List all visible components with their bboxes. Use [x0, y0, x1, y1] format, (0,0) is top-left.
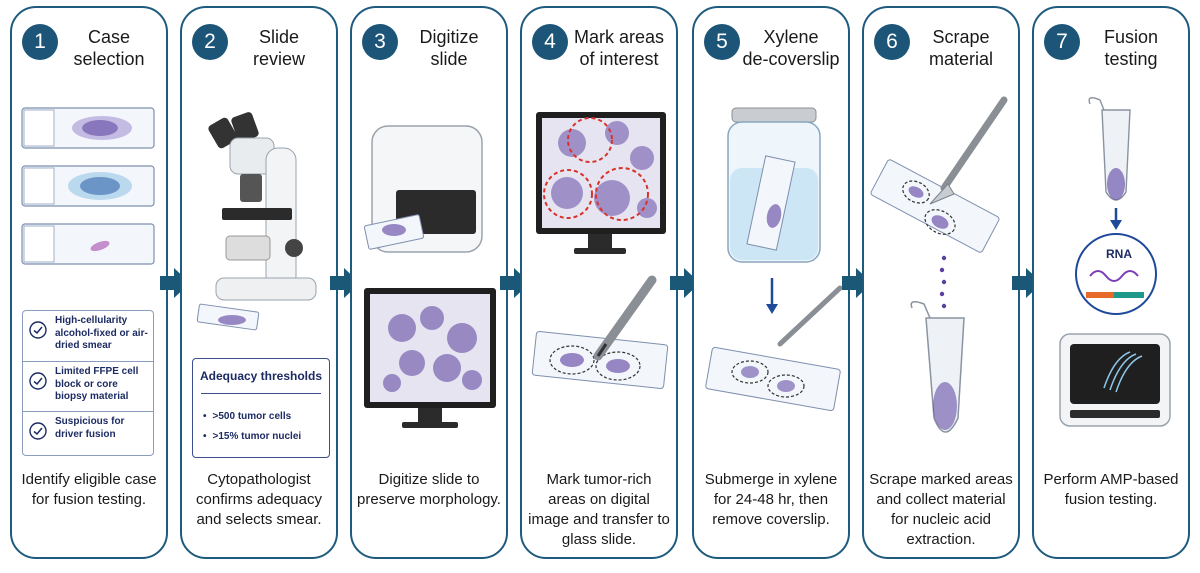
step-arrow-icon [500, 268, 530, 298]
step-panel-3: 3 Digitize slide Digitize slide to prese… [350, 6, 508, 559]
glass-slides-icon [21, 107, 155, 265]
criteria-item: Suspicious for driver fusion [23, 411, 153, 460]
step-title: Xylene de-coverslip [742, 27, 840, 69]
check-circle-icon [29, 321, 47, 339]
step-number-badge: 5 [704, 24, 740, 60]
sequencer-icon [1059, 97, 1171, 427]
step-panel-7: 7 Fusion testing RNA Perform AMP-based f… [1032, 6, 1190, 559]
step-panel-5: 5 Xylene de-coverslip Submerge in xylene… [692, 6, 850, 559]
step-number-badge: 3 [362, 24, 398, 60]
step-caption: Mark tumor-rich areas on digital image a… [528, 471, 670, 548]
check-circle-icon [29, 422, 47, 440]
step-caption: Identify eligible case for fusion testin… [21, 471, 157, 508]
threshold-item: >500 tumor cells [203, 411, 292, 422]
step-arrow-icon [842, 268, 872, 298]
step-number-badge: 2 [192, 24, 228, 60]
slide-scanner-icon [363, 125, 496, 428]
step-panel-1: 1 Case selection High-cellularity alcoho… [10, 6, 168, 559]
step-title: Fusion testing [1103, 27, 1159, 69]
step-arrow-icon [160, 268, 190, 298]
monitor-marker-icon [531, 112, 669, 389]
step-title: Case selection [73, 27, 145, 69]
scalpel-tube-icon [870, 96, 1008, 433]
thresholds-box: Adequacy thresholds >500 tumor cells >15… [192, 358, 330, 458]
step-title: Slide review [252, 27, 305, 69]
step-caption: Submerge in xylene for 24-48 hr, then re… [704, 471, 838, 528]
step-number-badge: 1 [22, 24, 58, 60]
step-caption: Perform AMP-based fusion testing. [1043, 471, 1179, 508]
microscope-icon [196, 112, 317, 331]
step-panel-2: 2 Slide review Adequacy thresholds >500 … [180, 6, 338, 559]
step-panel-4: 4 Mark areas of interest Mark tumor-rich… [520, 6, 678, 559]
step-title: Digitize slide [419, 27, 479, 69]
step-arrow-icon [1012, 268, 1042, 298]
thresholds-title: Adequacy thresholds [199, 369, 323, 383]
xylene-jar-icon [705, 107, 843, 411]
step-title: Mark areas of interest [573, 27, 665, 69]
step-arrow-icon [670, 268, 700, 298]
step-number-badge: 7 [1044, 24, 1080, 60]
step-caption: Digitize slide to preserve morphology. [357, 471, 501, 508]
criteria-item: Limited FFPE cell block or core biopsy m… [23, 361, 153, 410]
criteria-item: High-cellularity alcohol-fixed or air-dr… [23, 311, 153, 359]
rna-label: RNA [1106, 247, 1132, 261]
step-title: Scrape material [928, 27, 994, 69]
step-number-badge: 6 [874, 24, 910, 60]
step-panel-6: 6 Scrape material Scrape marked areas an… [862, 6, 1020, 559]
check-circle-icon [29, 372, 47, 390]
step-caption: Scrape marked areas and collect material… [869, 471, 1013, 548]
step-arrow-icon [330, 268, 360, 298]
step-caption: Cytopathologist confirms adequacy and se… [196, 471, 322, 528]
threshold-item: >15% tumor nuclei [203, 431, 302, 442]
criteria-box: High-cellularity alcohol-fixed or air-dr… [22, 310, 154, 456]
step-number-badge: 4 [532, 24, 568, 60]
